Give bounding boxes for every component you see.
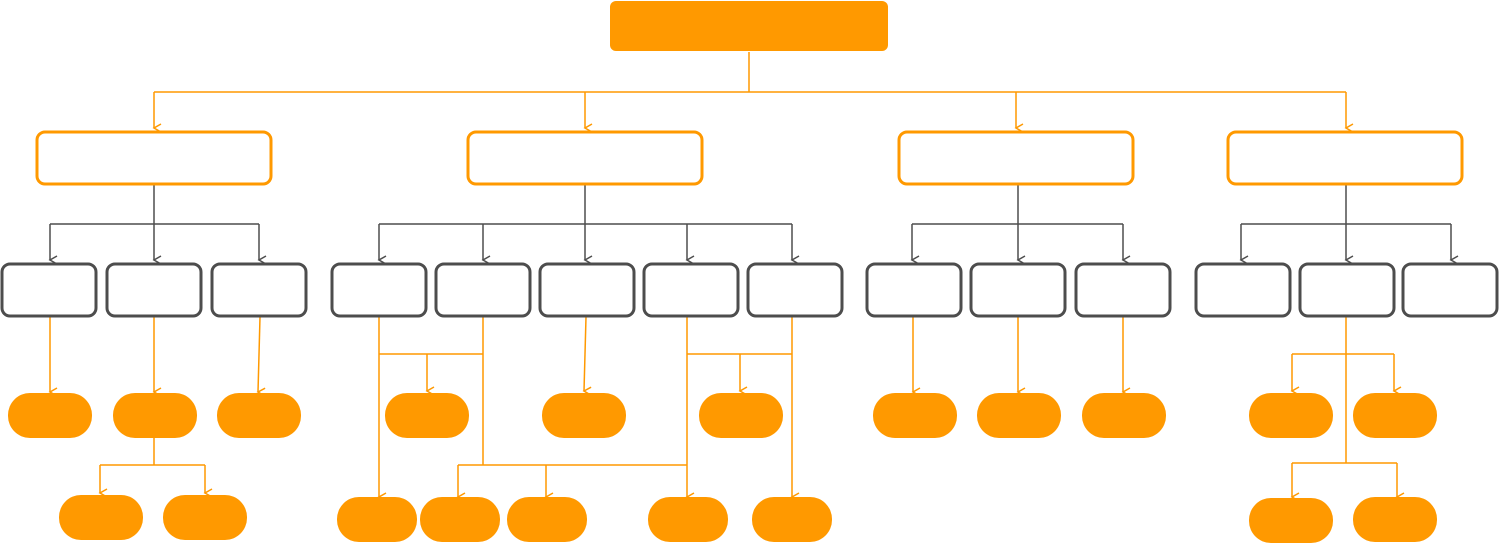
sub-node-4-3	[1401, 262, 1499, 318]
sub-node-3-2	[969, 262, 1067, 318]
outcome-pill	[873, 393, 957, 438]
category-nodes	[35, 130, 1464, 186]
root-node	[610, 1, 888, 51]
category-node-2	[466, 130, 704, 186]
outcome-pill	[699, 393, 783, 438]
outcome-pill	[385, 393, 469, 438]
outcome-nodes	[8, 393, 1437, 543]
sub-node-2-3	[538, 262, 636, 318]
outcome-pill	[59, 495, 143, 540]
outcome-pill	[752, 497, 832, 542]
sub-node-4-2	[1298, 262, 1396, 318]
sub-node-1-3	[210, 262, 308, 318]
outcome-pill	[420, 497, 500, 542]
sub-node-4-1	[1194, 262, 1292, 318]
outcome-pill	[507, 497, 587, 542]
outcome-pill	[113, 393, 197, 438]
category-node-4	[1226, 130, 1464, 186]
outcome-pill	[217, 393, 301, 438]
outcome-pill	[1249, 393, 1333, 438]
sub-node-2-2	[434, 262, 532, 318]
outcome-pill	[163, 495, 247, 540]
sub-node-3-1	[865, 262, 963, 318]
sub-node-2-1	[330, 262, 428, 318]
sub-node-2-5	[746, 262, 844, 318]
outcome-pill	[542, 393, 626, 438]
sub-node-1-2	[105, 262, 203, 318]
arrow-cat1-sub3-outcome	[256, 316, 266, 397]
sub-node-1-1	[0, 262, 98, 318]
outcome-pill	[1082, 393, 1166, 438]
sub-node-2-4	[642, 262, 740, 318]
arrow-cat2-sub3-outcome	[582, 316, 592, 396]
sub-node-3-3	[1074, 262, 1172, 318]
outcome-pill	[337, 497, 417, 542]
sub-nodes	[0, 262, 1499, 318]
connector-cat1-outcome-split	[100, 438, 205, 466]
outcome-pill	[648, 497, 728, 542]
outcome-pill	[1353, 497, 1437, 542]
outcome-pill	[8, 393, 92, 438]
category-node-1	[35, 130, 273, 186]
outcome-pill	[977, 393, 1061, 438]
outcome-pill	[1353, 393, 1437, 438]
category-node-3	[897, 130, 1135, 186]
outcome-pill	[1249, 498, 1333, 543]
connectors	[48, 52, 1459, 502]
